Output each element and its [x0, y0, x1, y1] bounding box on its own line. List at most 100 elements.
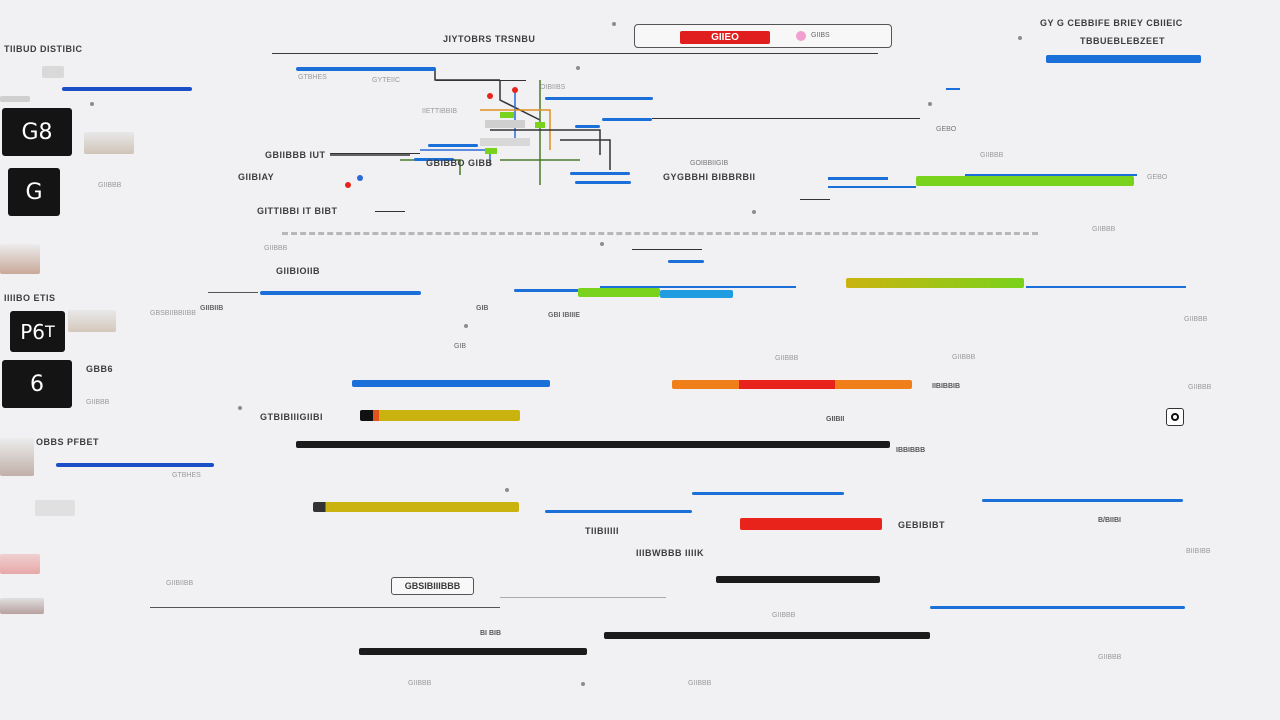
small-blue-bar[interactable] [668, 260, 704, 263]
progress-bar[interactable] [313, 502, 519, 512]
row-blue-bar[interactable] [514, 289, 579, 292]
sidebar-thumb[interactable] [42, 66, 64, 78]
marker-dot [612, 22, 616, 26]
faint-label: GIIBBB [952, 354, 976, 361]
row-label: BI BIB [480, 630, 501, 637]
row-line [965, 174, 1137, 176]
timeline-bar[interactable] [359, 648, 587, 655]
row-line [828, 186, 916, 188]
progress-bar[interactable] [846, 278, 1024, 288]
network-edge [490, 129, 601, 155]
network-label: GITTIBBI IT BIBT [257, 206, 338, 216]
tile-text: P6 [20, 319, 45, 344]
faint-label: GIIBBB [86, 399, 110, 406]
sidebar-thumb[interactable] [0, 244, 40, 274]
network-blue-bar[interactable] [428, 144, 478, 147]
network-blue-bar[interactable] [575, 181, 631, 184]
row-blue-bar[interactable] [352, 380, 550, 387]
faint-label: GIIBBB [98, 182, 122, 189]
sidebar-tile[interactable]: 6 [2, 360, 72, 408]
sidebar-thumb[interactable] [0, 96, 30, 102]
network-node [485, 120, 525, 128]
sidebar-blue-bar[interactable] [56, 463, 214, 467]
network-label: GIIBIAY [238, 172, 275, 182]
status-badge: GIIEO [680, 31, 770, 44]
progress-bar[interactable] [660, 290, 733, 298]
network-label: OIBIIBS [540, 84, 566, 91]
network-node [345, 182, 351, 188]
row-blue-bar[interactable] [692, 492, 844, 495]
row-label: GIIBIOIIB [276, 266, 321, 276]
badge-extra: GIIBS [811, 32, 830, 39]
row-line [208, 292, 258, 293]
timeline-bar[interactable] [716, 576, 880, 583]
network-blue-bar[interactable] [602, 118, 652, 121]
network-line [652, 118, 920, 119]
network-label: GTBHES [298, 74, 327, 81]
row-blue-bar[interactable] [930, 606, 1185, 609]
row-label: GEBO [1147, 174, 1168, 181]
row-line [632, 249, 702, 250]
progress-bar[interactable] [672, 380, 912, 389]
faint-label: GIIBBB [408, 680, 432, 687]
right-title-2: TBBUEBLEBZEET [1080, 36, 1165, 46]
right-blue-bar[interactable] [1046, 55, 1201, 63]
network-blue-bar[interactable] [545, 97, 653, 100]
timeline-bar[interactable] [296, 441, 890, 448]
timeline-bar[interactable] [604, 632, 930, 639]
sidebar-blue-bar[interactable] [62, 87, 192, 91]
row-blue-bar[interactable] [982, 499, 1183, 502]
network-label: GYTEIIC [372, 77, 401, 84]
faint-label: GIIBBB [772, 612, 796, 619]
row-line [828, 177, 888, 180]
network-blue-bar[interactable] [296, 67, 436, 71]
network-diagram [330, 68, 611, 188]
sidebar-sub-label: GTBHES [172, 472, 201, 479]
status-pill[interactable]: GIIEO GIIBS [634, 24, 892, 48]
network-label: GBIIBBB IUT [265, 150, 326, 160]
network-blue-bar[interactable] [575, 125, 600, 128]
sidebar-section-title: OBBS PFBET [36, 437, 100, 447]
sidebar-section-title: TIIBUD DISTIBIC [4, 44, 83, 54]
row-blue-bar[interactable] [545, 510, 692, 513]
network-edge [539, 80, 580, 161]
network-blue-bar[interactable] [570, 172, 630, 175]
marker-dot [90, 102, 94, 106]
pink-dot-icon [796, 31, 806, 41]
sidebar-thumb[interactable] [0, 554, 40, 574]
marker-dot [928, 102, 932, 106]
network-edge [500, 159, 541, 185]
sidebar-tile-label: GBB6 [86, 364, 114, 374]
faint-label: BIIBIBB [1186, 548, 1211, 555]
faint-label: GIIBBB [1184, 316, 1208, 323]
record-icon[interactable] [1166, 408, 1184, 426]
row-line [150, 607, 500, 608]
progress-bar[interactable] [360, 410, 520, 421]
sidebar-thumb[interactable] [84, 132, 134, 154]
faint-label: GIIBBB [980, 152, 1004, 159]
row-blue-bar[interactable] [260, 291, 421, 295]
row-label: IIBIBBIB [932, 383, 960, 390]
sidebar-tile[interactable]: G8 [2, 108, 72, 156]
sidebar-thumb[interactable] [0, 438, 34, 476]
search-button[interactable]: GBSIBIIIBBB [391, 577, 474, 595]
row-label: GOIBBIIGIB [690, 160, 729, 167]
sidebar-thumb[interactable] [68, 310, 116, 332]
network-edge [499, 80, 541, 121]
row-line [800, 199, 830, 200]
faint-label: GIIBIIBB [166, 580, 194, 587]
progress-bar[interactable] [578, 288, 660, 297]
network-label: IIETTIBBIB [422, 108, 458, 115]
faint-label: GIIBBB [1188, 384, 1212, 391]
row-label: IIIBWBBB IIIIK [636, 548, 704, 558]
network-node [485, 148, 497, 154]
sidebar-thumb[interactable] [35, 500, 75, 516]
sidebar-tile[interactable]: G [8, 168, 60, 216]
progress-bar[interactable] [740, 518, 882, 530]
row-label: GIIBII [826, 416, 845, 423]
row-label: TIIBIIIII [585, 526, 620, 536]
progress-bar[interactable] [916, 176, 1134, 186]
network-blue-bar[interactable] [414, 158, 454, 161]
sidebar-thumb[interactable] [0, 598, 44, 614]
